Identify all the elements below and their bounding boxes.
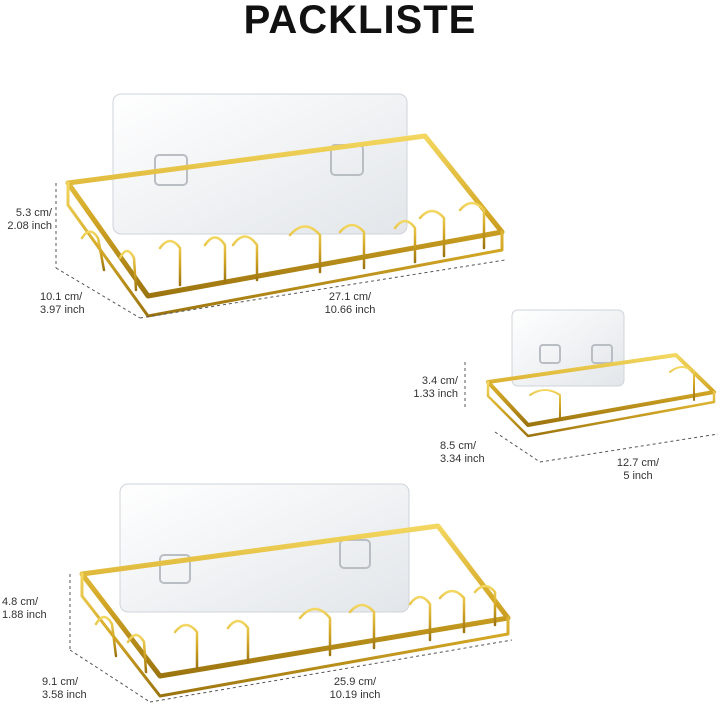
depth-cm: 9.1 cm/ — [42, 676, 79, 688]
height-inch: 1.33 inch — [413, 388, 458, 400]
height-cm: 3.4 cm/ — [421, 375, 458, 387]
height-cm: 4.8 cm/ — [2, 596, 39, 608]
small-shelf — [464, 309, 719, 463]
page-title: PACKLISTE — [243, 0, 477, 42]
width-cm: 12.7 cm/ — [616, 457, 660, 469]
depth-inch: 3.58 inch — [42, 689, 87, 701]
hook-icon — [539, 344, 613, 364]
shelf-wires — [504, 366, 695, 421]
small-shelf-depth-label: 8.5 cm/ 3.34 inch — [440, 440, 485, 466]
shelf-front-rail — [66, 181, 504, 318]
shelf-wires — [80, 138, 486, 292]
width-inch: 5 inch — [623, 470, 653, 482]
width-cm: 25.9 cm/ — [333, 676, 377, 688]
dimension-lines — [55, 183, 506, 319]
dimension-lines — [69, 574, 513, 703]
shelf-front-rail — [486, 380, 716, 438]
medium-shelf-depth-label: 9.1 cm/ 3.58 inch — [42, 676, 87, 702]
dimension-lines — [464, 362, 719, 463]
adhesive-plate — [112, 93, 408, 235]
width-cm: 27.1 cm/ — [328, 291, 372, 303]
height-cm: 5.3 cm/ — [15, 207, 52, 219]
depth-cm: 8.5 cm/ — [440, 440, 477, 452]
depth-cm: 10.1 cm/ — [40, 291, 83, 303]
small-shelf-height-label: 3.4 cm/ 1.33 inch — [400, 375, 458, 401]
medium-shelf-width-label: 25.9 cm/ 10.19 inch — [315, 676, 395, 702]
large-shelf-depth-label: 10.1 cm/ 3.97 inch — [40, 291, 85, 317]
medium-shelf — [69, 483, 513, 703]
depth-inch: 3.34 inch — [440, 453, 485, 465]
small-shelf-width-label: 12.7 cm/ 5 inch — [600, 457, 676, 483]
width-inch: 10.19 inch — [329, 689, 381, 701]
large-shelf — [55, 93, 506, 319]
width-inch: 10.66 inch — [324, 304, 376, 316]
large-shelf-height-label: 5.3 cm/ 2.08 inch — [0, 207, 52, 233]
medium-shelf-height-label: 4.8 cm/ 1.88 inch — [2, 596, 47, 622]
height-inch: 1.88 inch — [2, 609, 47, 621]
depth-inch: 3.97 inch — [40, 304, 85, 316]
height-inch: 2.08 inch — [7, 220, 52, 232]
large-shelf-width-label: 27.1 cm/ 10.66 inch — [310, 291, 390, 317]
shelf-front-rail — [80, 572, 510, 698]
shelf-wires — [94, 526, 497, 674]
